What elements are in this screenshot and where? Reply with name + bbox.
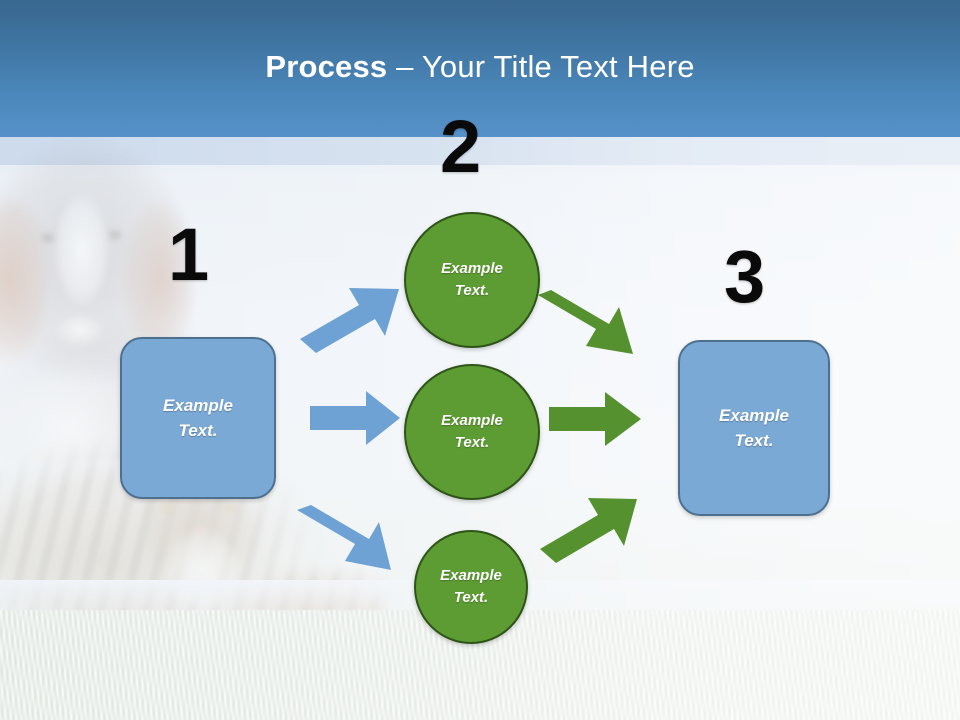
node-end[interactable]: Example Text. bbox=[678, 340, 830, 516]
step-number-2: 2 bbox=[440, 105, 482, 188]
arrow-start-to-bottom bbox=[297, 505, 391, 570]
arrow-start-to-top bbox=[300, 288, 399, 353]
node-middle-top-label: Example Text. bbox=[441, 259, 503, 300]
node-middle-bottom[interactable]: Example Text. bbox=[414, 530, 528, 644]
step-number-3: 3 bbox=[724, 235, 766, 318]
arrow-top-to-end bbox=[538, 290, 633, 354]
title-bold-part: Process bbox=[265, 49, 388, 84]
node-middle-center-label: Example Text. bbox=[441, 411, 503, 452]
node-start[interactable]: Example Text. bbox=[120, 337, 276, 499]
node-end-label: Example Text. bbox=[719, 405, 789, 451]
page-title: Process – Your Title Text Here bbox=[0, 49, 960, 84]
arrow-bottom-to-end bbox=[540, 498, 637, 563]
arrow-center-to-end bbox=[549, 392, 641, 446]
node-middle-center[interactable]: Example Text. bbox=[404, 364, 540, 500]
node-middle-top[interactable]: Example Text. bbox=[404, 212, 540, 348]
title-band bbox=[0, 0, 960, 137]
node-middle-bottom-label: Example Text. bbox=[440, 566, 502, 607]
step-number-1: 1 bbox=[168, 213, 210, 296]
arrow-start-to-center bbox=[310, 391, 400, 445]
node-start-label: Example Text. bbox=[163, 395, 233, 441]
title-rest-part: – Your Title Text Here bbox=[387, 49, 695, 84]
